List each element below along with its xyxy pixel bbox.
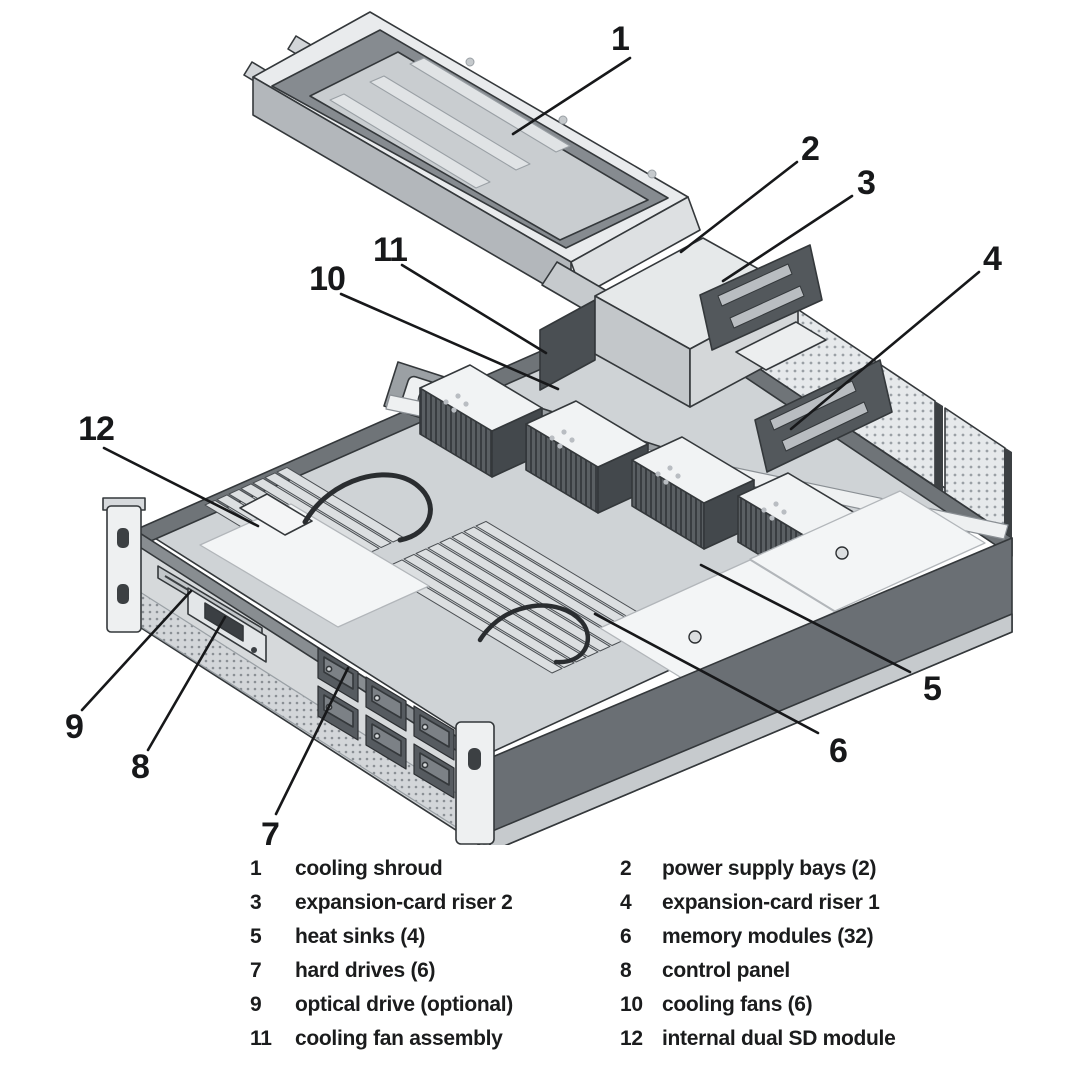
leader-9	[80, 589, 193, 712]
callout-number-10: 10	[309, 260, 345, 298]
legend-number: 1	[250, 857, 262, 880]
legend-label: cooling shroud	[295, 857, 443, 880]
side-thumbscrews	[688, 546, 849, 644]
expansion-card-riser-2	[699, 244, 823, 351]
side-face-rail	[489, 613, 1013, 845]
leader-8	[146, 615, 227, 752]
legend-label: expansion-card riser 1	[662, 891, 880, 914]
callout-number-9: 9	[65, 708, 83, 746]
leader-10	[339, 292, 560, 391]
legend-number: 11	[250, 1027, 272, 1050]
legend-number: 3	[250, 891, 262, 914]
legend-label: heat sinks (4)	[295, 925, 426, 948]
legend-number: 10	[620, 993, 643, 1016]
cable-loop	[302, 472, 433, 543]
legend-label: power supply bays (2)	[662, 857, 877, 880]
internal-dual-sd-module	[239, 493, 313, 536]
callout-number-6: 6	[829, 732, 847, 770]
leader-1	[511, 56, 632, 136]
legend-label: internal dual SD module	[662, 1027, 896, 1050]
legend-number: 2	[620, 857, 632, 880]
legend-label: expansion-card riser 2	[295, 891, 513, 914]
control-panel-lcd	[204, 602, 244, 642]
legend-label: control panel	[662, 959, 790, 982]
leader-7	[274, 666, 350, 816]
callout-number-4: 4	[983, 240, 1002, 278]
legend-number: 7	[250, 959, 262, 982]
leader-11	[400, 263, 548, 355]
legend-label: memory modules (32)	[662, 925, 874, 948]
legend-label: optical drive (optional)	[295, 993, 513, 1016]
callout-number-12: 12	[78, 410, 114, 448]
legend: 1 cooling shroud 2 power supply bays (2)…	[0, 852, 1080, 1056]
shroud-fasteners	[465, 57, 657, 179]
legend-number: 4	[620, 891, 632, 914]
legend-number: 12	[620, 1027, 643, 1050]
legend-number: 9	[250, 993, 262, 1016]
left-mounting-ear	[102, 497, 146, 633]
callout-leader-lines	[80, 56, 981, 816]
interposer-module	[735, 321, 827, 371]
legend-number: 5	[250, 925, 262, 948]
legend-label: cooling fans (6)	[662, 993, 813, 1016]
callout-number-2: 2	[801, 130, 819, 168]
psu-empty-bay	[539, 299, 596, 391]
heat-sink	[525, 400, 649, 514]
callout-number-5: 5	[923, 670, 941, 708]
leader-2	[679, 160, 799, 254]
leader-12	[102, 446, 260, 528]
leader-3	[721, 194, 854, 283]
callout-number-7: 7	[261, 816, 279, 845]
callout-number-1: 1	[611, 20, 629, 58]
leader-4	[789, 270, 981, 431]
server-internals-diagram: 1 2 3 4 5 6 7 8 9 10 11 12	[65, 11, 1013, 845]
callout-numbers: 1 2 3 4 5 6 7 8 9 10 11 12	[65, 20, 1003, 845]
legend-number: 8	[620, 959, 632, 982]
callout-number-11: 11	[373, 231, 407, 269]
front-mounting-ear	[455, 721, 495, 845]
legend-number: 6	[620, 925, 632, 948]
legend-label: cooling fan assembly	[295, 1027, 503, 1050]
control-panel	[187, 587, 267, 663]
cable-loop	[477, 603, 590, 665]
legend-label: hard drives (6)	[295, 959, 436, 982]
power-button	[251, 647, 257, 653]
chassis	[102, 237, 1013, 845]
callout-number-8: 8	[131, 748, 149, 786]
cooling-shroud	[243, 11, 701, 315]
leader-6	[593, 612, 820, 735]
callout-number-3: 3	[857, 164, 875, 202]
leader-5	[699, 563, 912, 674]
shroud-ribs	[329, 57, 571, 189]
blank-panels	[199, 490, 986, 681]
